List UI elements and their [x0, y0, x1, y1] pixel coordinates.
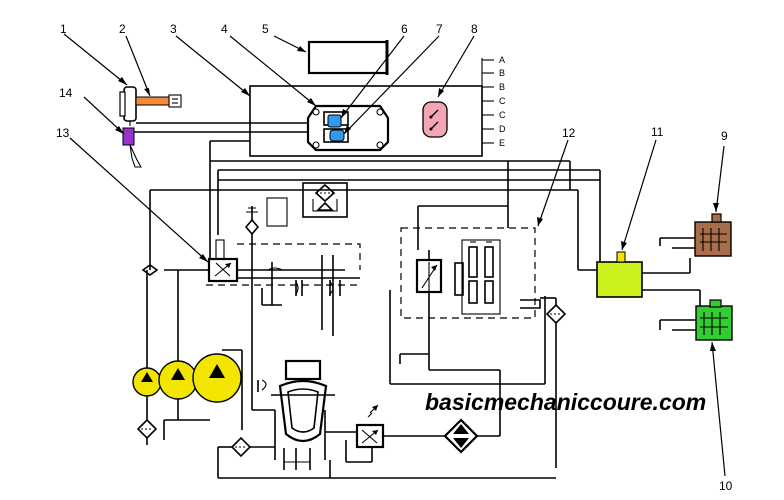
control-unit-11 [596, 261, 643, 298]
blue-valve-7 [329, 129, 345, 142]
callout-7: 7 [436, 22, 443, 36]
left-check-valve [141, 264, 159, 276]
callout-4: 4 [221, 22, 228, 36]
callout-1: 1 [60, 22, 67, 36]
lever-handle [129, 144, 142, 168]
pilot-line-dashed [206, 243, 361, 286]
module-12-valve [415, 258, 443, 294]
callout-13: 13 [56, 126, 70, 140]
bottom-left-filter [136, 418, 158, 440]
top-filter [302, 182, 348, 218]
callout-14: 14 [59, 86, 73, 100]
watermark-text: basicmechaniccoure.com [425, 389, 706, 415]
heat-exchanger [443, 418, 479, 454]
port-label-b1: B [499, 68, 505, 78]
port-label-b2: B [499, 82, 505, 92]
blue-valve-6 [327, 114, 342, 128]
pedal-9 [694, 213, 732, 257]
callout-8: 8 [471, 22, 478, 36]
callout-11: 11 [651, 125, 664, 139]
module-12-cylinders [454, 239, 501, 315]
accumulator-small [132, 367, 162, 397]
sensor-1 [119, 86, 137, 122]
orange-link-2 [135, 96, 170, 106]
top-filter-housing [266, 197, 288, 227]
callout-6: 6 [401, 22, 408, 36]
pressure-valve [355, 404, 385, 449]
port-label-e: E [499, 138, 505, 148]
restrictor-group [261, 255, 341, 336]
pressure-switch-8 [422, 101, 448, 138]
component-5-box [307, 40, 389, 75]
purple-lever-14 [122, 127, 135, 146]
callout-12: 12 [562, 126, 576, 140]
callout-3: 3 [170, 22, 177, 36]
callout-9: 9 [721, 129, 728, 143]
check-valve-top [244, 206, 260, 410]
right-check-valve [545, 303, 567, 325]
port-label-a: A [499, 55, 505, 65]
bottom-filter [230, 436, 252, 458]
port-label-c2: C [499, 110, 506, 120]
callout-5: 5 [262, 22, 269, 36]
bracket-2 [168, 94, 182, 108]
accumulator-large [192, 353, 242, 403]
callout-10: 10 [719, 479, 733, 493]
central-cylinder [257, 359, 335, 443]
connector-pins [481, 58, 494, 148]
pedal-10 [695, 299, 733, 341]
control-unit-terminal [616, 251, 626, 263]
control-valve-13 [207, 239, 239, 283]
port-label-d: D [499, 124, 506, 134]
dashed-module-12 [400, 227, 536, 319]
callout-2: 2 [119, 22, 126, 36]
accumulator-medium [158, 360, 198, 400]
port-label-c1: C [499, 96, 506, 106]
